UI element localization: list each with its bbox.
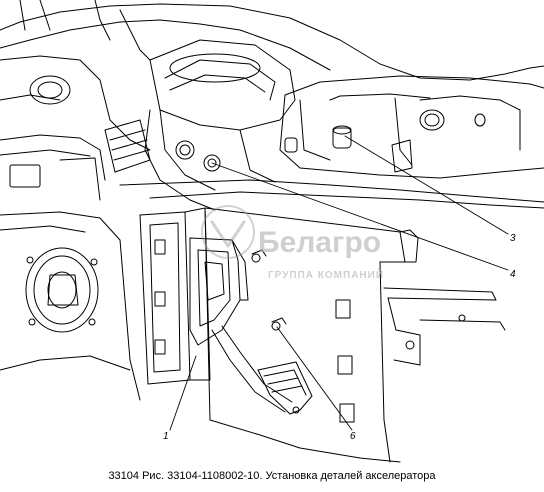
leader-6 xyxy=(276,326,353,431)
accelerator-pedal xyxy=(189,237,313,415)
leader-lines xyxy=(169,135,509,431)
watermark-brand: Белагро xyxy=(258,226,381,259)
callout-6: 6 xyxy=(350,431,356,442)
watermark-tagline: ГРУППА КОМПАНИЙ xyxy=(268,268,384,281)
floor-panel-left xyxy=(0,211,141,401)
dashboard-frame xyxy=(0,0,544,211)
leader-4 xyxy=(211,162,509,271)
firewall-panel xyxy=(204,207,506,463)
callout-4: 4 xyxy=(510,269,516,280)
leader-1 xyxy=(169,355,197,431)
leader-3 xyxy=(344,135,509,235)
watermark-logo xyxy=(201,205,255,259)
figure-caption: 33104 Рис. 33104-1108002-10. Установка д… xyxy=(108,470,436,482)
callout-1: 1 xyxy=(163,431,169,442)
callout-3: 3 xyxy=(510,233,516,244)
